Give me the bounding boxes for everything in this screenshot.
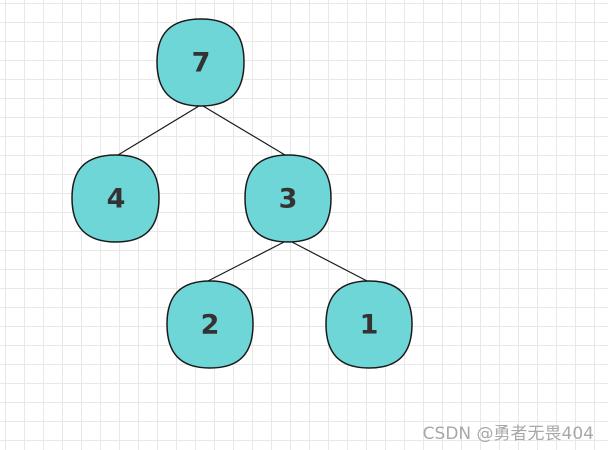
node-4-circle: [71, 154, 160, 243]
node-1-circle: [325, 280, 413, 369]
edge-7-4: [117, 105, 200, 156]
node-3-circle: [244, 154, 332, 243]
tree-node-7: 7: [156, 18, 245, 107]
tree-edges: [117, 105, 370, 283]
node-1-label: 1: [360, 310, 379, 341]
watermark: CSDN @勇者无畏404: [422, 424, 594, 444]
edge-7-3: [202, 105, 286, 156]
tree-node-2: 2: [166, 280, 254, 369]
node-7-circle: [156, 18, 245, 107]
edge-3-1: [289, 240, 370, 283]
tree-node-3: 3: [244, 154, 332, 243]
node-3-label: 3: [279, 184, 298, 215]
node-2-circle: [166, 280, 254, 369]
tree-node-4: 4: [71, 154, 160, 243]
edge-3-2: [205, 240, 287, 283]
node-4-label: 4: [107, 184, 126, 215]
node-2-label: 2: [201, 310, 220, 341]
node-7-label: 7: [192, 48, 211, 79]
tree-node-1: 1: [325, 280, 413, 369]
